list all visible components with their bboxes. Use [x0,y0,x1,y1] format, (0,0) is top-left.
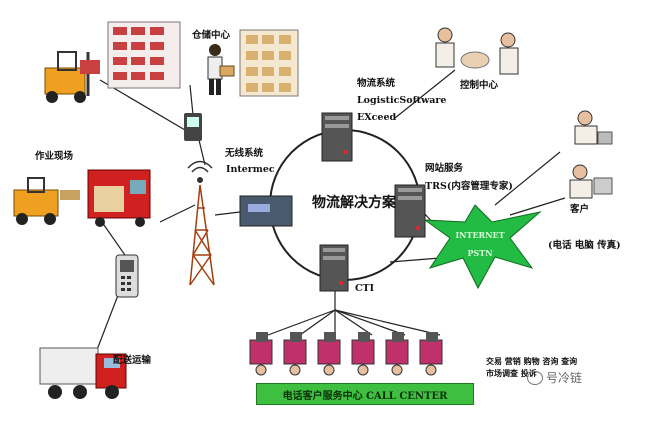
services-list: 交易 营销 购物 咨询 查询 市场调查 投诉 [486,355,577,380]
call-center-banner: 电话客户服务中心 CALL CENTER [256,383,474,405]
cti-label: CTI [355,283,375,294]
pstn-label: PSTN [467,248,493,258]
internet-pstn-star-icon [423,204,542,290]
customer-channels-label: (电话 电脑 传真) [548,240,621,251]
logistic-software-label: LogisticSoftware [357,95,447,106]
warehouse-center-label: 仓储中心 [192,30,231,41]
website-service-label: 网站服务 [425,163,464,174]
customer-phone-icon [574,110,613,145]
warehouse-worker-icon [207,44,235,95]
cti-server-icon [319,244,349,292]
forklift-icon [44,51,100,103]
watermark-text: 号冷链 [546,371,583,385]
watermark: 号冷链 [527,369,582,386]
control-center-people-icon [435,27,519,75]
web-server-icon [394,184,426,238]
call-center-operators-icon [249,332,443,376]
radio-tower-icon [187,160,215,286]
services-line-2: 市场调查 投诉 [486,368,537,379]
logistics-server-icon [321,112,353,162]
exceed-label: EXceed [357,112,397,123]
work-site-truck-icon [87,169,151,227]
intermec-label: Intermec [226,164,275,175]
warehouse-shelves-icon [107,21,299,97]
trs-label: TRS(内容管理专家) [425,181,513,192]
services-line-1: 交易 营销 购物 咨询 查询 [486,356,578,366]
internet-label: INTERNET [455,230,505,240]
wechat-icon [527,370,543,385]
customer-label: 客户 [570,204,590,215]
customer-computer-icon [569,164,613,199]
delivery-truck-icon [39,347,127,399]
handheld-terminal-icon [184,113,202,141]
control-center-label: 控制中心 [460,80,499,91]
delivery-label: 配送运输 [113,355,152,366]
work-site-forklift-icon [13,177,80,225]
wireless-system-label: 无线系统 [225,148,264,159]
mobile-terminal-icon [115,254,139,298]
intermec-device-icon [239,195,293,227]
work-site-label: 作业现场 [35,151,74,162]
connector-lines [87,69,566,356]
logistics-system-label: 物流系统 [357,78,396,89]
logistics-solution-label: 物流解决方案 [312,195,396,211]
